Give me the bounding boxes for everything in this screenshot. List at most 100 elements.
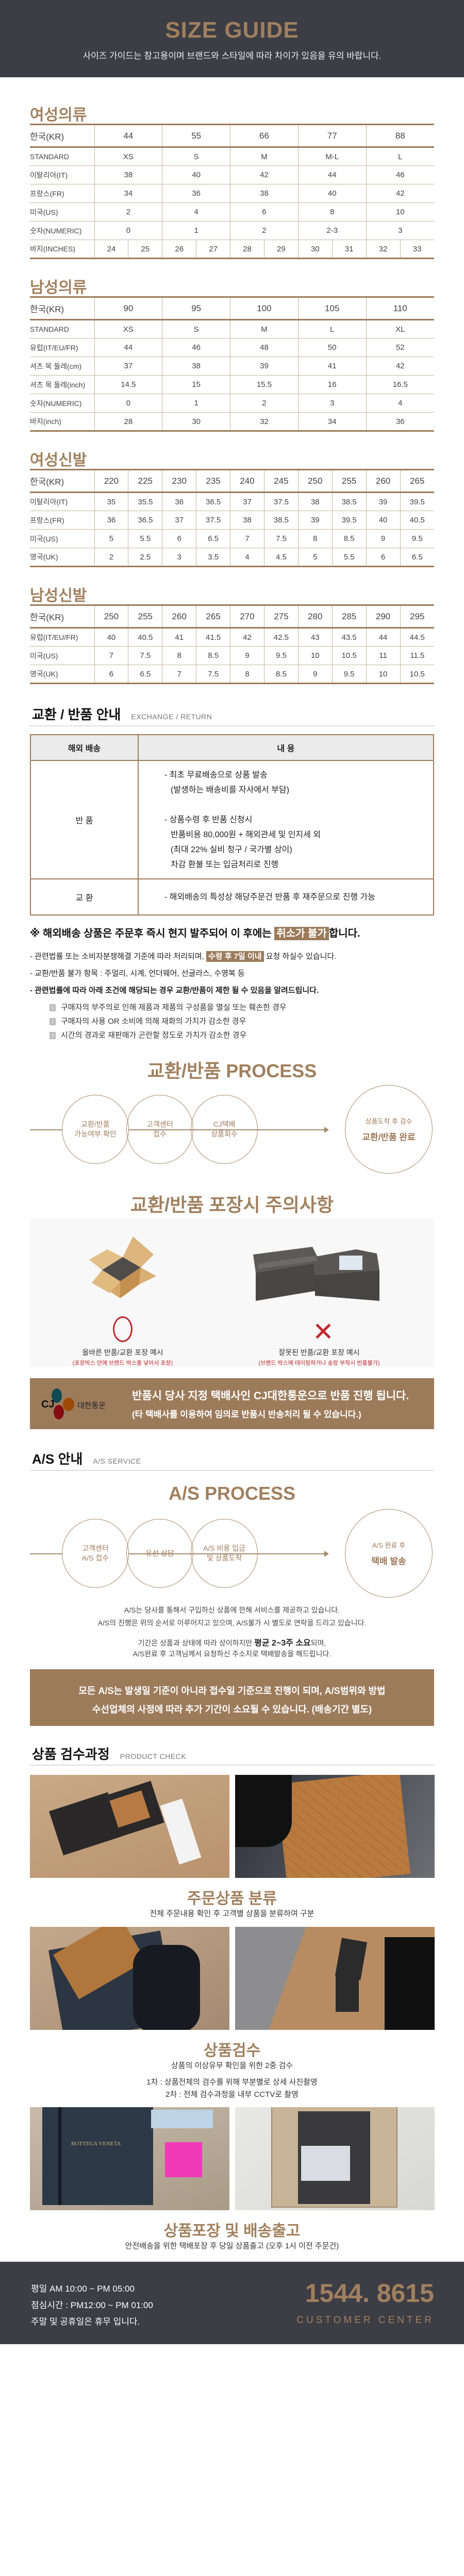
divider — [30, 725, 434, 726]
cj-logo: CJ 대한통운 — [41, 1388, 113, 1419]
detail-line: - 해외배송의 특성상 해당주문건 반품 후 재주문으로 진행 가능 — [164, 892, 375, 902]
size-cell: 44.5 — [400, 628, 434, 647]
size-cell: 42.5 — [263, 628, 299, 647]
correct-caption: 올바른 반품/교환 포장 예시 — [82, 1348, 163, 1357]
size-cell: 14.5 — [94, 375, 162, 394]
row-label: STANDARD — [30, 319, 94, 338]
size-cell: 110 — [366, 296, 434, 320]
step-line: 유선 상담 — [145, 1549, 174, 1557]
size-cell: M-L — [297, 147, 367, 166]
size-cell: 225 — [128, 469, 162, 493]
packaging-examples: 올바른 반품/교환 포장 예시 (포장박스 안에 브랜드 박스를 넣어서 포장)… — [30, 1218, 434, 1367]
size-cell: 0 — [94, 394, 162, 413]
as-paragraph: A/S는 당사를 통해서 구입하신 상품에 한해 서비스를 제공하고 있습니다. — [124, 1606, 340, 1614]
size-cell: 42 — [230, 628, 264, 647]
condition-text: 구매자의 부주의로 인해 제품과 제품의 구성품을 멸실 또는 훼손한 경우 — [61, 1003, 287, 1012]
size-cell: 42 — [230, 165, 299, 184]
size-cell: 34 — [297, 412, 367, 432]
final-small: 상품도착 후 검수 — [365, 1117, 412, 1125]
size-cell: 42 — [366, 357, 434, 376]
size-cell: 3.5 — [196, 548, 230, 567]
size-cell: 35 — [94, 492, 128, 511]
size-cell: 6 — [94, 665, 128, 684]
size-cell: 28 — [94, 412, 162, 432]
size-cell: 31 — [332, 240, 367, 259]
size-cell: 9.5 — [400, 529, 434, 548]
packaging-title: 교환/반품 포장시 주의사항 — [130, 1194, 334, 1215]
cj-line-1: 반품시 당사 지정 택배사인 CJ대한통운으로 반품 진행 됩니다. — [132, 1390, 409, 1402]
size-cell: 7 — [162, 665, 196, 684]
size-cell: 44 — [297, 165, 367, 184]
size-cell: 250 — [94, 604, 128, 629]
size-cell: 6.5 — [196, 529, 230, 548]
size-cell: 46 — [366, 165, 434, 184]
divider — [30, 1765, 434, 1766]
cj-logo-subtext: 대한통운 — [77, 1401, 106, 1410]
row-label: 이탈리아(IT) — [30, 492, 94, 511]
brand-label: BOTTEGA VENETA — [71, 2141, 121, 2147]
gift-box-photo: BOTTEGA VENETA — [30, 2107, 229, 2210]
size-cell: 6 — [162, 529, 196, 548]
size-cell: 3 — [366, 221, 434, 240]
size-cell: 8.5 — [196, 646, 230, 665]
size-cell: 44 — [94, 124, 162, 148]
stage-title: 상품검수 — [203, 2042, 261, 2059]
step-line: A/S 비용 입금 — [203, 1544, 245, 1552]
size-cell: 9.5 — [332, 665, 367, 684]
as-process-title: A/S PROCESS — [168, 1483, 296, 1504]
row-label: 이탈리아(IT) — [30, 165, 94, 184]
wallet-glove-photo — [235, 1775, 435, 1878]
size-cell: 275 — [263, 604, 299, 629]
as-note-line: 모든 A/S는 발생일 기준이 아니라 접수일 기준으로 진행이 되며, A/S… — [78, 1686, 386, 1696]
size-cell: 10 — [366, 665, 401, 684]
stage-desc: 2차 : 전체 검수과정을 내부 CCTV로 촬영 — [165, 2090, 299, 2099]
as-note-banner: 모든 A/S는 발생일 기준이 아니라 접수일 기준으로 진행이 되며, A/S… — [30, 1669, 434, 1726]
size-cell: 0 — [94, 221, 162, 240]
exchange-process-title: 교환/반품 PROCESS — [147, 1060, 317, 1081]
phone-number[interactable]: 1544. 8615 — [305, 2279, 434, 2308]
number-badge-icon: 2 — [49, 1018, 56, 1026]
row-label-exchange: 교 환 — [30, 878, 139, 916]
stage-desc: 전체 주문내용 확인 후 고객별 상품을 분류하여 구분 — [150, 1909, 314, 1918]
wrong-mark-icon: ✕ — [312, 1317, 334, 1346]
size-cell: XL — [366, 319, 434, 338]
stage-desc: 안전배송을 위한 택배포장 후 당일 상품출고 (오후 1시 이전 주문건) — [125, 2242, 339, 2250]
size-cell: 5 — [297, 548, 333, 567]
customer-center-footer: 평일 AM 10:00 ~ PM 05:00 점심시간 : PM12:00 ~ … — [0, 2262, 464, 2344]
row-label: 한국(KR) — [30, 469, 94, 493]
size-cell: 29 — [263, 240, 299, 259]
rule-text: - 관련법률 또는 소비자분쟁해결 기준에 따라 처리되며, — [30, 952, 206, 961]
row-label: 바지(INCHES) — [30, 240, 94, 259]
final-small: A/S 완료 후 — [372, 1541, 406, 1549]
size-cell: 66 — [230, 124, 299, 148]
stage-title: 주문상품 분류 — [187, 1890, 277, 1907]
size-cell: 52 — [366, 338, 434, 357]
row-label: 미국(US) — [30, 529, 94, 548]
exchange-subtitle: EXCHANGE / RETURN — [131, 713, 212, 721]
customer-center-label: CUSTOMER CENTER — [296, 2315, 434, 2326]
row-label-return: 반 품 — [30, 760, 139, 879]
size-cell: 15 — [162, 375, 230, 394]
size-cell: S — [162, 319, 230, 338]
size-cell: 6 — [366, 548, 401, 567]
business-hours: 평일 AM 10:00 ~ PM 05:00 — [31, 2284, 135, 2294]
size-cell: 40 — [162, 165, 230, 184]
size-cell: 1 — [162, 394, 230, 413]
size-cell: 40 — [366, 511, 401, 530]
size-cell: 30 — [162, 412, 230, 432]
size-cell: 40 — [94, 628, 128, 647]
size-cell: 11.5 — [400, 646, 434, 665]
size-cell: 36 — [366, 412, 434, 432]
